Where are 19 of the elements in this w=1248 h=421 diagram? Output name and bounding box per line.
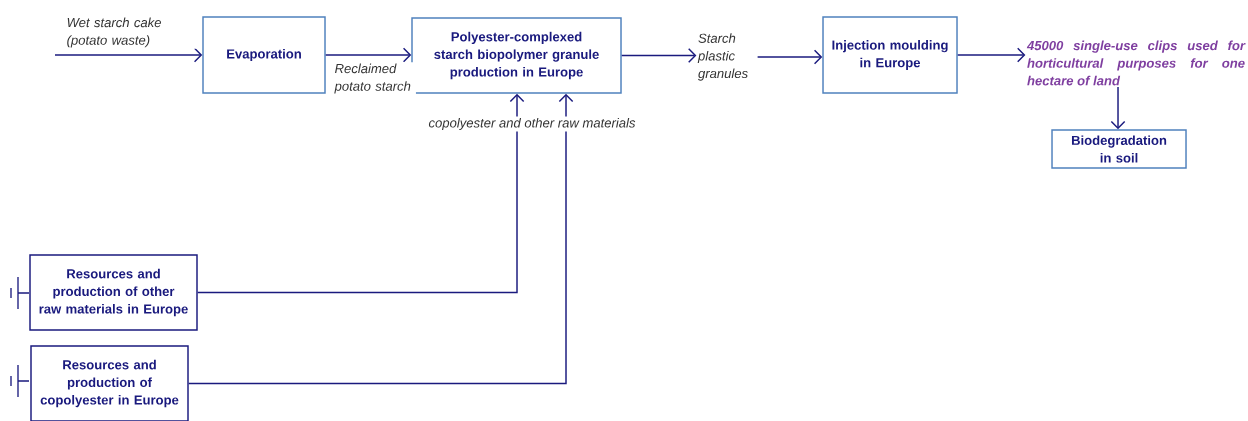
edge-label: Wet starch cake (potato waste) xyxy=(65,16,198,49)
arrow xyxy=(197,93,525,294)
process-box: Resources and production of other raw materials in Europe xyxy=(29,254,198,331)
arrow xyxy=(756,49,823,65)
result-text: 45000 single-use clips used for horticultural purposes for one hectare of land xyxy=(1026,40,1246,86)
process-box: Injection moulding in Europe xyxy=(822,16,958,94)
arrow xyxy=(621,48,697,63)
arrow xyxy=(188,93,574,385)
arrow xyxy=(957,47,1026,63)
arrow xyxy=(325,47,412,63)
arrow xyxy=(54,47,203,63)
process-box: Polyester-complexed starch biopolymer granule production in Europe xyxy=(411,17,622,94)
process-box: Biodegradation in soil xyxy=(1051,129,1187,169)
flow-text: Starch plastic granules xyxy=(697,33,748,81)
process-box: Evaporation xyxy=(202,16,326,94)
edge-label: Reclaimed potato starch xyxy=(333,62,416,95)
arrow xyxy=(1110,86,1126,130)
flow-label: copolyester and other raw materials xyxy=(427,116,637,132)
process-box: Resources and production of copolyester in Europe xyxy=(30,345,189,421)
